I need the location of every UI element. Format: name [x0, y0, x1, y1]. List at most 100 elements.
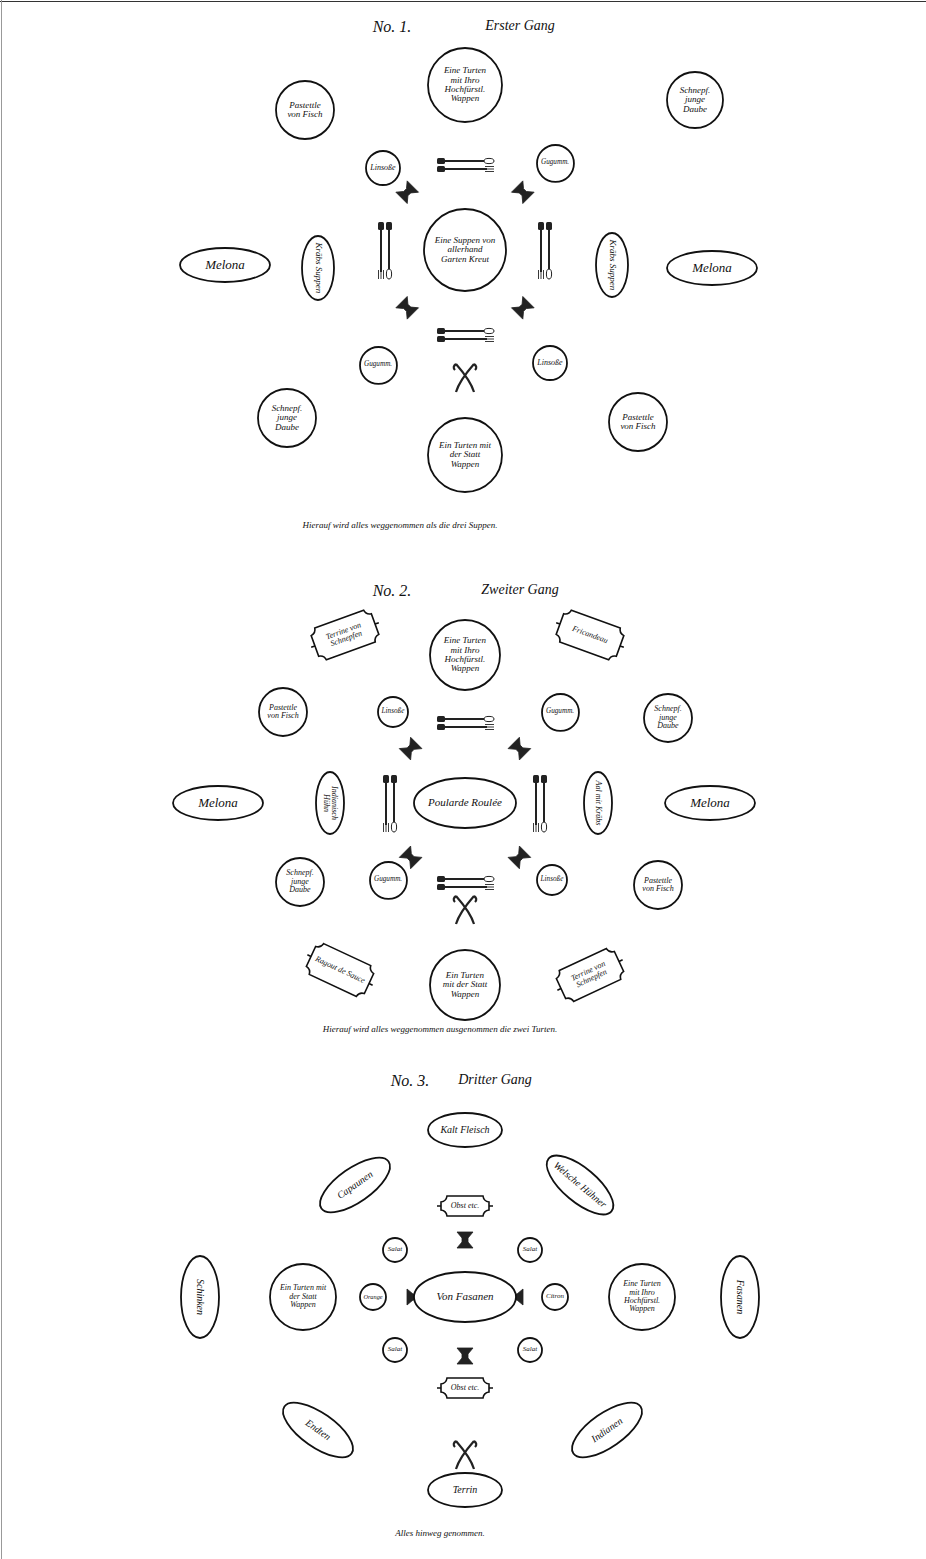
cutlery-grip	[437, 328, 445, 334]
dish-plate: Aal mit Kräbs	[583, 771, 613, 835]
plate-rim	[181, 1256, 219, 1338]
cutlery-handle	[443, 338, 487, 340]
cutlery-grip	[437, 876, 445, 882]
spoon-bowl	[484, 876, 494, 881]
tureen-outline	[304, 941, 376, 999]
dish-plate: Fasanen	[720, 1255, 760, 1339]
dish-name: Kräbs Suppen	[607, 239, 616, 292]
dish-plate: Pastettle von Fisch	[275, 80, 335, 140]
cutlery-handle	[443, 160, 487, 162]
dish-name: Salat	[521, 1346, 540, 1353]
candle-snuffer	[454, 364, 477, 392]
plate-rim	[428, 48, 502, 122]
cutlery	[437, 158, 494, 172]
cutlery-handle	[443, 718, 487, 720]
cutlery	[437, 876, 494, 890]
plate-rim	[258, 389, 316, 447]
dish-plate: Ragout de Sauce	[302, 940, 377, 1001]
dish-name: Schnepf. junge Daube	[674, 86, 716, 114]
dish-plate: Salat	[517, 1237, 543, 1263]
plate-rim	[428, 1113, 502, 1147]
dish-name: Indianisch Hühn	[322, 777, 339, 828]
plate-rim	[518, 1338, 542, 1362]
cutlery-grip	[541, 775, 547, 783]
plate-rim	[428, 1473, 502, 1507]
cutlery-handle	[393, 781, 395, 825]
plate-rim	[366, 151, 400, 185]
salt-cellar	[396, 296, 419, 319]
dish-plate: Obst etc.	[440, 1195, 490, 1217]
plate-rim	[424, 209, 506, 291]
salt-cellar	[457, 1232, 473, 1248]
dish-plate: Endten	[273, 1391, 362, 1469]
cutlery	[383, 775, 397, 832]
dish-plate: Linsoße	[365, 150, 401, 186]
cutlery-grip	[437, 724, 445, 730]
dish-plate: Terrine von Schnepfen	[308, 607, 382, 663]
plate-rim	[538, 1146, 623, 1225]
spoon-bowl	[484, 328, 494, 333]
cutlery	[437, 328, 494, 342]
spoon-bowl	[386, 269, 391, 279]
dish-name: Terrin	[435, 1485, 496, 1496]
fork-tines	[485, 167, 494, 172]
cutlery-grip	[437, 166, 445, 172]
dish-name: Schinken	[195, 1263, 206, 1330]
dish-plate: Salat	[382, 1337, 408, 1363]
salt-cellar	[508, 737, 531, 760]
dish-plate: Gugumm.	[536, 144, 575, 183]
plate-rim	[537, 145, 574, 182]
cutlery-handle	[543, 781, 545, 825]
dish-name: Gugumm.	[364, 361, 392, 369]
cutlery-handle	[443, 168, 487, 170]
tureen-outline	[441, 1378, 489, 1398]
cutlery-handle	[535, 781, 537, 825]
cutlery-handle	[380, 228, 382, 272]
dish-name: Ein Turten mit der Statt Wappen	[438, 441, 493, 469]
cutlery	[533, 775, 547, 832]
plate-rim	[383, 1238, 407, 1262]
dish-name: Ein Turten mit der Statt Wappen	[279, 1284, 328, 1309]
spoon-bowl	[484, 716, 494, 721]
plate-rim	[370, 862, 407, 899]
page-border	[1, 0, 2, 1559]
plate-rim	[302, 236, 334, 300]
plate-rim	[430, 620, 500, 690]
dish-plate: Citron	[541, 1283, 569, 1311]
dish-name: Orange	[363, 1294, 383, 1301]
cutlery-grip	[383, 775, 389, 783]
fork-tines	[485, 885, 494, 890]
fork-tines	[384, 823, 389, 832]
spoon-bowl	[391, 822, 396, 832]
candle-snuffer	[454, 896, 477, 924]
salt-cellar	[399, 846, 422, 869]
plate-rim	[542, 694, 579, 731]
dish-plate: Schnepf. junge Daube	[257, 388, 317, 448]
dish-name: Melona	[181, 796, 255, 810]
plate-rim	[609, 1264, 675, 1330]
dish-name: Poularde Roulée	[423, 797, 506, 809]
plate-rim	[564, 1393, 651, 1468]
plate-rim	[259, 688, 307, 736]
course-heading: No. 3.	[391, 1072, 430, 1090]
cutlery	[437, 716, 494, 730]
dish-name: Gugumm.	[546, 708, 574, 716]
dish-name: Eine Turten mit Ihro Hochfürstl. Wappen	[439, 636, 491, 674]
dish-plate: Poularde Roulée	[413, 777, 517, 829]
dish-name: Gugumm.	[374, 876, 402, 884]
cutlery-grip	[437, 716, 445, 722]
dish-name: Aal mit Kräbs	[594, 777, 602, 828]
dish-plate: Melona	[179, 247, 271, 283]
tureen-outline	[554, 946, 626, 1004]
plate-rim	[383, 1338, 407, 1362]
plate-rim	[360, 1284, 386, 1310]
cutlery-grip	[437, 884, 445, 890]
dish-plate: Salat	[382, 1237, 408, 1263]
plate-rim	[414, 778, 516, 828]
dish-name: Linsoße	[381, 708, 404, 716]
cutlery	[538, 222, 552, 279]
dish-plate: Capaunen	[310, 1146, 399, 1224]
dish-name: Kräbs Suppen	[313, 242, 322, 295]
dish-plate: Terrine von Schnepfen	[552, 945, 627, 1006]
dish-plate: Orange	[359, 1283, 387, 1311]
